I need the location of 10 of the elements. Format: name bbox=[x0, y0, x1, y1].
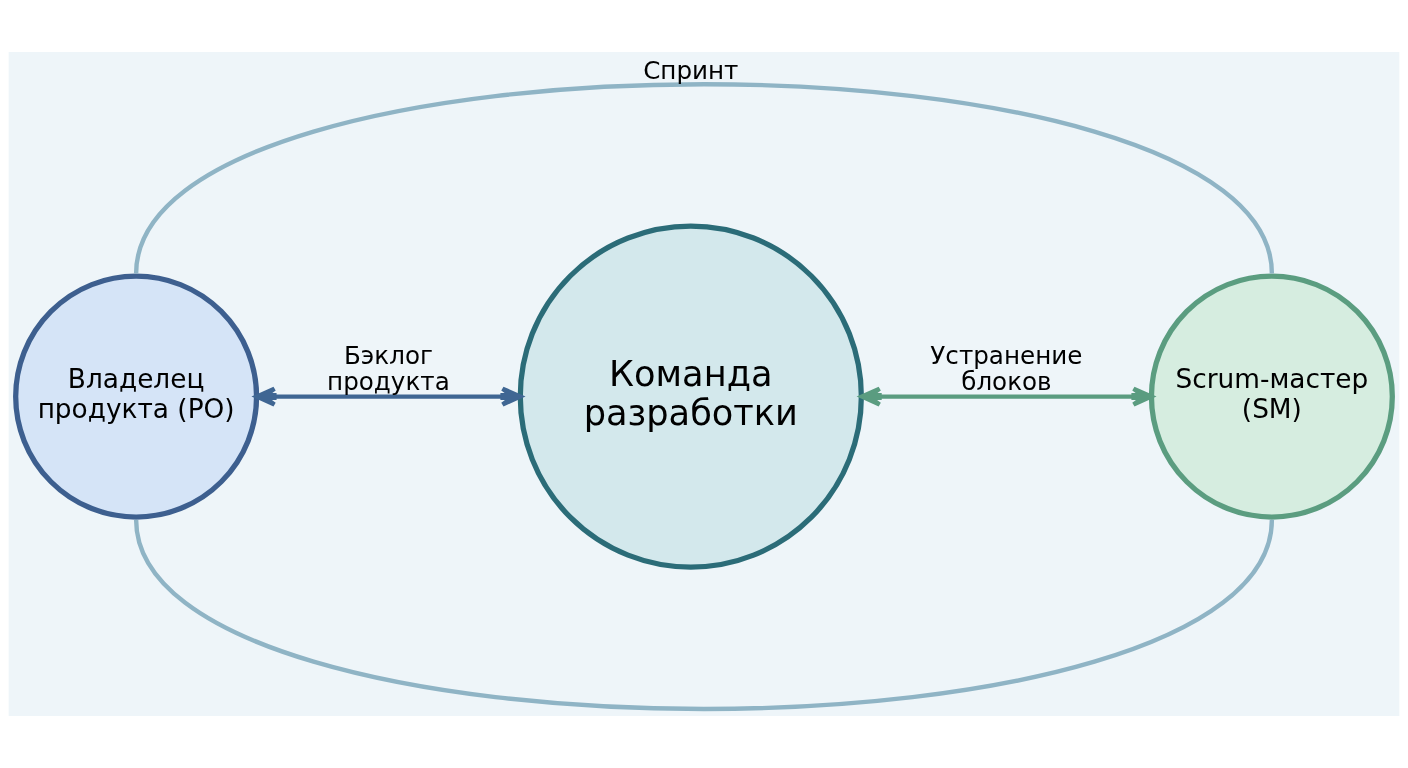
node-circle: Команда разработки bbox=[517, 223, 864, 570]
connector bbox=[134, 518, 1274, 711]
arrow bbox=[859, 386, 1154, 407]
edge-label: Спринт bbox=[643, 55, 739, 85]
node-circle: Владелец продукта (PO) bbox=[13, 273, 260, 520]
edge-label: Бэклог продукта bbox=[327, 340, 450, 396]
arrow bbox=[254, 386, 523, 407]
edge-label: Устранение блоков bbox=[930, 340, 1083, 396]
connector bbox=[134, 82, 1274, 275]
node-circle: Scrum-мастер (SM) bbox=[1148, 273, 1395, 520]
